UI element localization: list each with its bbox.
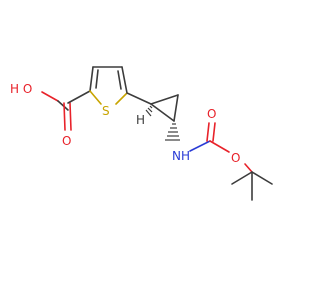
bond-thiophene-cyclopropyl [126, 92, 152, 105]
bond-o-tbu [244, 163, 253, 173]
tert-butyl-group [231, 171, 273, 201]
hashed-wedge-nh [165, 123, 180, 141]
hydrogen-label: H [136, 113, 145, 127]
molecule-structure: H O O S H NH O O [10, 66, 273, 201]
bond-c2-c3 [89, 66, 94, 92]
bond-tbu-me1 [251, 171, 273, 185]
ester-oxygen-label: O [231, 151, 240, 165]
bond-cp1-cp2 [150, 94, 179, 105]
bond-cp2-cp3 [173, 94, 179, 122]
bond-c-cooh [57, 100, 69, 111]
bond-c-o-double-2 [69, 102, 72, 131]
bond-c4-c5 [121, 66, 128, 94]
bond-c5-s [115, 92, 128, 105]
bond-c4-c5-inner [117, 70, 122, 90]
carbamate-oxygen-label: O [207, 107, 216, 121]
bond-s-c2 [89, 90, 102, 105]
bond-cp3-cp1 [150, 103, 175, 122]
carboxylic-acid-group [41, 90, 91, 131]
hash-3 [145, 109, 152, 117]
bond-c-o-double-b [212, 122, 216, 142]
carbonyl-oxygen-label: O [62, 134, 71, 148]
bond-c-thiophene [67, 90, 91, 104]
bond-c-o-ester [209, 140, 230, 153]
bond-c2-c3-inner [95, 69, 99, 89]
hash-1 [149, 105, 153, 109]
bond-c-o-double-a [206, 122, 210, 142]
amine-label: NH [172, 149, 190, 163]
bond-oh-c [41, 91, 59, 102]
bond-tbu-me2 [231, 171, 253, 185]
hydroxyl-label: H O [10, 82, 32, 96]
thiophene-ring [89, 66, 128, 105]
sulfur-label: S [102, 104, 110, 118]
cyclopropane-ring [150, 94, 179, 122]
hash-2 [147, 107, 153, 113]
hashed-wedge-h [145, 105, 153, 117]
bond-c-o-double-1 [63, 102, 66, 131]
bond-n-c [189, 140, 211, 152]
carbamate-group [189, 122, 253, 173]
